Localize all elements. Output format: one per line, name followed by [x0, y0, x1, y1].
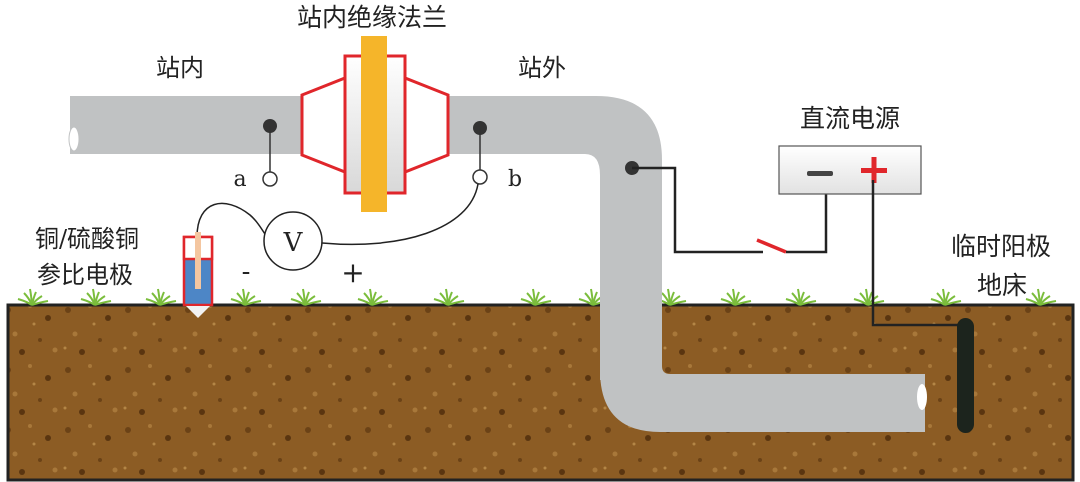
- temporary-anode: [957, 318, 974, 433]
- grass-tuft: [720, 288, 752, 306]
- dc-power-supply: [778, 145, 922, 195]
- grass-tuft: [853, 288, 885, 306]
- grass-tuft: [230, 288, 262, 306]
- inside-station-label: 站内: [156, 54, 204, 82]
- outside-station-label: 站外: [518, 54, 566, 82]
- flange-title: 站内绝缘法兰: [297, 3, 447, 32]
- switch-icon: [756, 238, 787, 254]
- voltmeter-label: V: [283, 228, 304, 258]
- grass-tuft: [1025, 288, 1057, 306]
- insulator-gasket: [361, 36, 387, 212]
- negative-cable-to-supply: [786, 176, 828, 254]
- positive-cable: [871, 180, 960, 327]
- grass-tuft: [80, 288, 112, 306]
- grass-tuft: [290, 288, 322, 306]
- reference-electrode-label-1: 铜/硫酸铜: [35, 225, 139, 253]
- anode-bed-label-2: 地床: [977, 271, 1027, 300]
- voltmeter-minus-label: -: [242, 257, 251, 287]
- grass-tuft: [17, 288, 49, 306]
- plus-terminal-icon: [861, 157, 887, 183]
- minus-terminal-icon: [807, 171, 833, 176]
- test-point-b: [472, 121, 488, 185]
- point-a-label: a: [233, 167, 246, 192]
- grass-tuft: [145, 288, 177, 306]
- grass-tuft: [785, 288, 817, 306]
- grass-tuft: [930, 288, 962, 306]
- grass-tufts: [17, 288, 1057, 306]
- grass-tuft: [357, 288, 389, 306]
- anode-bed-label-1: 临时阳极: [951, 232, 1051, 261]
- voltmeter: [263, 211, 323, 271]
- voltmeter-plus-label: +: [341, 256, 364, 289]
- grass-tuft: [520, 288, 552, 306]
- reference-electrode: [182, 232, 214, 318]
- negative-cable: [632, 166, 763, 254]
- insulating-flange: [300, 36, 450, 212]
- grass-tuft: [433, 288, 465, 306]
- voltmeter-wire-plus: [321, 183, 479, 246]
- dc-power-supply-label: 直流电源: [800, 104, 900, 133]
- reference-electrode-label-2: 参比电极: [37, 261, 133, 289]
- test-point-a: [262, 119, 278, 187]
- point-b-label: b: [508, 167, 522, 192]
